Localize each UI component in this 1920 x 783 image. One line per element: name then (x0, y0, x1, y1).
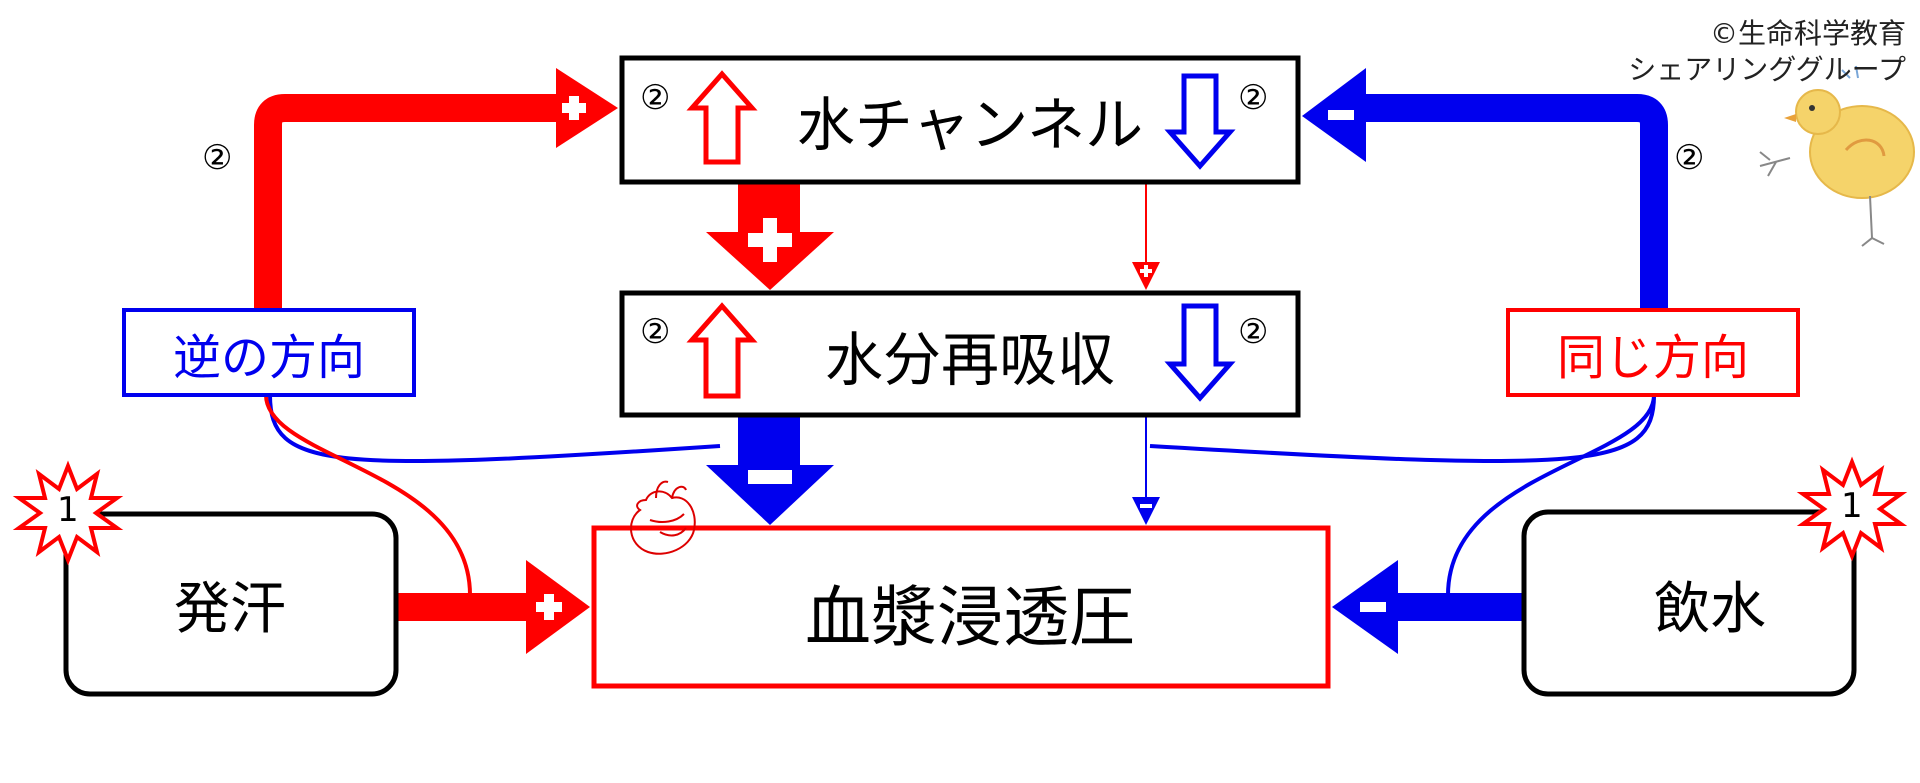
drinking-box (1521, 509, 1857, 697)
copyright-notice: ©生命科学教育 シェアリンググループ (1628, 16, 1906, 88)
sweating-box (63, 511, 399, 697)
plus-icon (536, 594, 562, 620)
circled-two-marker: ② (1674, 138, 1705, 178)
same-direction-box (1506, 308, 1800, 397)
plus-icon (562, 96, 586, 120)
drinking-label: 飲水 (1654, 576, 1766, 642)
same-direction-label: 同じ方向 (1556, 330, 1749, 386)
plus-icon (748, 218, 792, 262)
big-blue-down-arrow-shaft (738, 415, 800, 467)
decrease-arrow-icon (1164, 73, 1236, 170)
red-curve-left (264, 394, 472, 596)
opposite-direction-box (122, 308, 416, 397)
circled-two-marker: ② (640, 78, 671, 118)
big-blue-down-arrowhead (706, 465, 834, 525)
decrease-arrow-icon (1164, 303, 1236, 402)
sweating-arrow-shaft (396, 593, 526, 621)
step-one-marker: 1 (1841, 486, 1863, 526)
minus-icon (1140, 504, 1152, 508)
thin-blue-down-arrowhead (1132, 497, 1160, 525)
circled-two-marker: ② (1238, 312, 1269, 352)
minus-icon (1360, 602, 1386, 612)
opposite-direction-label: 逆の方向 (172, 330, 365, 386)
drinking-arrow-shaft (1394, 593, 1524, 621)
blue-curve-left (268, 394, 721, 464)
minus-icon (1328, 110, 1354, 120)
sweating-label: 発汗 (174, 576, 286, 642)
circled-two-marker: ② (1238, 78, 1269, 118)
heart-icon (630, 480, 696, 555)
circled-two-marker: ② (640, 312, 671, 352)
minus-icon (748, 470, 792, 484)
plasma-osmolality-box (591, 525, 1331, 689)
blue-curve-right-upper (1149, 394, 1656, 464)
chick-icon (1759, 65, 1915, 247)
plus-icon (1140, 265, 1152, 277)
water-channel-label: 水チャンネル (796, 91, 1144, 159)
blue-loop-arrow-shaft (1360, 94, 1668, 310)
increase-arrow-icon (686, 70, 758, 165)
water-reabsorption-label: 水分再吸収 (824, 326, 1115, 394)
circled-two-marker: ② (202, 138, 233, 178)
red-loop-arrowhead (556, 68, 618, 148)
red-loop-arrow-shaft (254, 94, 560, 310)
increase-arrow-icon (686, 302, 758, 399)
plasma-osmolality-label: 血漿浸透圧 (805, 579, 1135, 656)
burst-icon (1796, 456, 1908, 562)
step-one-marker: 1 (57, 490, 79, 530)
copyright-line-1: ©生命科学教育 (1709, 17, 1906, 50)
copyright-line-2: シェアリンググループ (1628, 53, 1906, 86)
burst-icon (12, 460, 124, 566)
blue-curve-right-lower (1446, 394, 1656, 596)
